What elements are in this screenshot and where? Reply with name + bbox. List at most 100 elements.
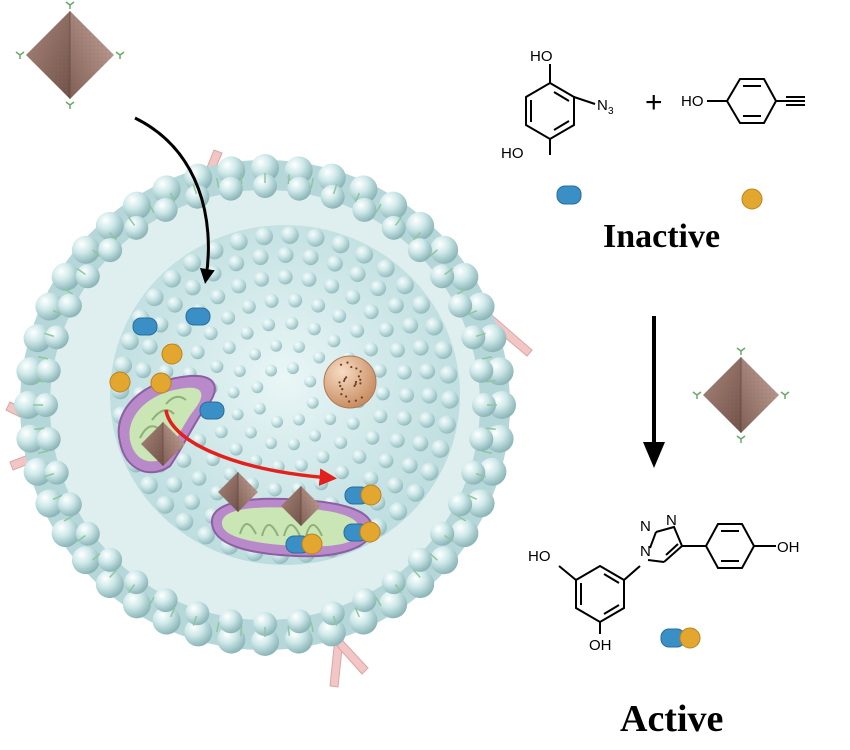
lipid-tail xyxy=(63,515,74,522)
interior-bead xyxy=(145,288,164,307)
membrane-bead xyxy=(251,628,279,656)
phenol-oh-label: HO xyxy=(681,93,704,110)
interior-bead xyxy=(412,339,429,356)
interior-bead xyxy=(387,477,404,494)
vesicle-pore xyxy=(342,379,346,383)
lipid-tail xyxy=(37,450,49,454)
membrane-bead xyxy=(152,175,181,204)
lipid-tail xyxy=(44,332,55,338)
lipid-tail xyxy=(109,569,118,578)
vesicle-pore xyxy=(360,396,363,399)
nanocatalyst xyxy=(141,422,185,466)
ligand-icon xyxy=(736,347,746,355)
interior-bead xyxy=(301,271,317,287)
product-oh-right: OH xyxy=(777,539,800,556)
vesicle-pore xyxy=(339,384,342,388)
interior-bead xyxy=(412,295,431,314)
membrane-bead xyxy=(57,492,82,517)
membrane-bead xyxy=(349,606,378,635)
interior-bead xyxy=(346,416,360,430)
lipid-tail xyxy=(287,625,290,636)
interior-bead xyxy=(326,255,343,272)
interior-bead xyxy=(334,435,348,449)
membrane-bead xyxy=(469,358,494,383)
lipid-tail xyxy=(76,268,86,276)
catalysis-path-arrow xyxy=(164,409,337,486)
interior-bead xyxy=(396,410,412,426)
lipid-tail xyxy=(34,380,45,383)
membrane-bead xyxy=(379,590,408,619)
interior-bead xyxy=(309,429,322,442)
vesicle-pore xyxy=(338,381,341,384)
ligand-icon xyxy=(780,391,790,399)
interior-bead xyxy=(363,342,378,357)
membrane-bead xyxy=(51,519,80,548)
membrane-bead xyxy=(217,156,246,185)
interior-bead xyxy=(437,415,456,434)
lipid-tail xyxy=(354,192,361,203)
interior-bead xyxy=(420,462,439,481)
interior-bead xyxy=(231,278,247,294)
membrane-bead xyxy=(34,393,58,417)
interior-bead xyxy=(421,387,438,404)
interior-bead xyxy=(203,326,218,341)
vesicle-pore xyxy=(359,378,362,381)
membrane-bead xyxy=(406,211,435,240)
interior-bead xyxy=(324,278,340,294)
lipid-tail xyxy=(429,552,438,561)
cell-membrane xyxy=(5,149,533,688)
membrane-bead xyxy=(184,618,213,647)
vesicle-pore xyxy=(354,380,358,384)
vesicle-pore xyxy=(359,382,362,385)
interior-bead xyxy=(135,362,152,379)
alkyne-token xyxy=(150,372,172,394)
interior-bead xyxy=(184,279,201,296)
membrane-bead xyxy=(35,489,64,518)
membrane-bead xyxy=(430,264,455,289)
membrane-bead xyxy=(450,519,479,548)
interior-bead xyxy=(227,386,240,399)
interior-bead xyxy=(418,411,435,428)
product-oh-bottom: OH xyxy=(589,637,612,654)
alkyne-token xyxy=(360,484,382,506)
membrane-bead xyxy=(251,154,279,182)
interior-bead xyxy=(406,483,425,502)
membrane-bead xyxy=(44,325,69,350)
interior-bead xyxy=(363,304,379,320)
interior-bead xyxy=(248,348,261,361)
interior-bead xyxy=(228,255,245,272)
vesicle-pore xyxy=(346,361,349,364)
membrane-bead xyxy=(71,235,100,264)
membrane-bead xyxy=(284,156,313,185)
lipid-tail xyxy=(92,249,101,258)
interior-bead xyxy=(389,502,408,521)
membrane-bead xyxy=(98,547,123,572)
membrane-bead xyxy=(253,612,277,636)
lipid-tail xyxy=(310,177,314,189)
interior-bead xyxy=(389,342,405,358)
interior-bead xyxy=(419,363,436,380)
lipid-tail xyxy=(467,494,478,501)
vesicle-pore xyxy=(341,387,344,391)
nanocatalyst xyxy=(281,486,321,526)
membrane-bead xyxy=(75,521,100,546)
active-label: Active xyxy=(620,698,724,740)
interior-bead xyxy=(175,512,194,531)
membrane-bead xyxy=(122,191,151,220)
interior-bead xyxy=(334,465,349,480)
membrane-bead xyxy=(430,521,455,546)
interior-bead xyxy=(373,409,388,424)
membrane-bead xyxy=(381,570,406,595)
azide-subscript: 3 xyxy=(608,106,614,117)
membrane-bead xyxy=(51,262,80,291)
lipid-tail xyxy=(37,356,49,360)
lipid-tail xyxy=(475,332,486,338)
membrane-bead xyxy=(485,357,514,386)
membrane-bead xyxy=(124,215,149,240)
lipid-tail xyxy=(148,596,155,607)
azide-token xyxy=(132,317,158,336)
triazole-product-structure xyxy=(558,523,776,634)
interior-bead xyxy=(304,375,317,388)
interior-bead xyxy=(434,341,453,360)
